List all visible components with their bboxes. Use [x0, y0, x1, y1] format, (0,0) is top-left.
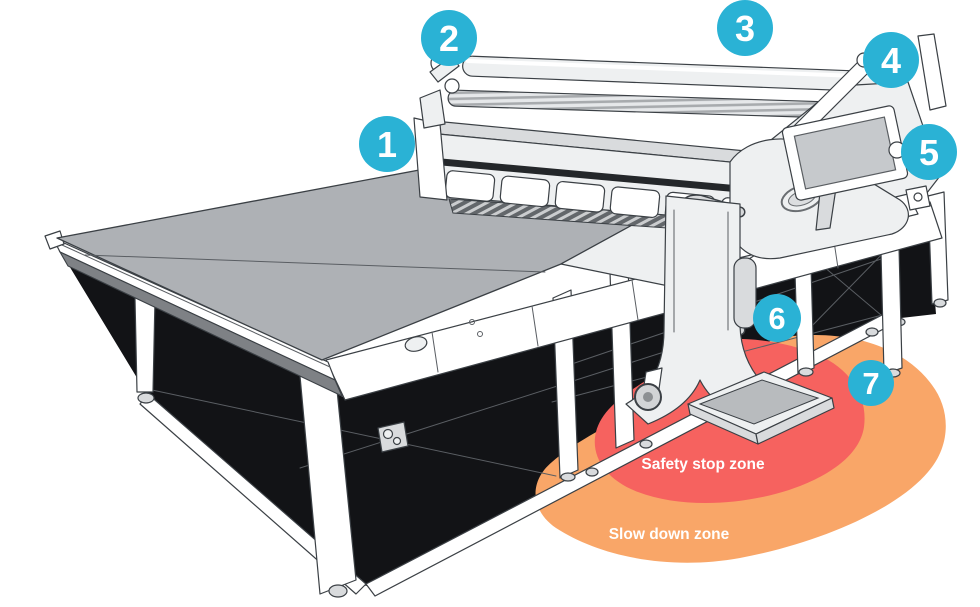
svg-text:2: 2	[439, 18, 459, 59]
callout-4-circle	[863, 32, 919, 88]
slow-down-zone-label: Slow down zone	[609, 526, 730, 543]
svg-text:4: 4	[881, 40, 901, 81]
callout-2-circle	[421, 10, 477, 66]
callout-5[interactable]: 5	[901, 124, 957, 180]
svg-text:1: 1	[377, 124, 397, 165]
svg-text:7: 7	[862, 366, 879, 401]
callout-1-circle	[359, 116, 415, 172]
operator-platform	[625, 194, 835, 445]
callout-3[interactable]: 3	[717, 0, 773, 56]
conveyor-edge	[44, 230, 344, 398]
touchscreen[interactable]	[781, 105, 909, 201]
callout-7-circle	[848, 360, 894, 406]
drive-motor	[377, 421, 409, 453]
touchscreen-display	[793, 116, 897, 190]
callout-4[interactable]: 4	[863, 32, 919, 88]
svg-text:3: 3	[735, 8, 755, 49]
callout-6[interactable]: 6	[753, 294, 801, 342]
svg-text:6: 6	[768, 301, 785, 336]
callout-3-circle	[717, 0, 773, 56]
svg-text:5: 5	[919, 132, 939, 173]
console-tower	[687, 33, 947, 269]
callout-badges: 1 2 3 4 5 6 7	[359, 0, 957, 406]
safety-stop-zone-label: Safety stop zone	[641, 456, 765, 473]
callout-6-circle	[753, 294, 801, 342]
callout-5-circle	[901, 124, 957, 180]
callout-2[interactable]: 2	[421, 10, 477, 66]
callout-7[interactable]: 7	[848, 360, 894, 406]
callout-1[interactable]: 1	[359, 116, 415, 172]
